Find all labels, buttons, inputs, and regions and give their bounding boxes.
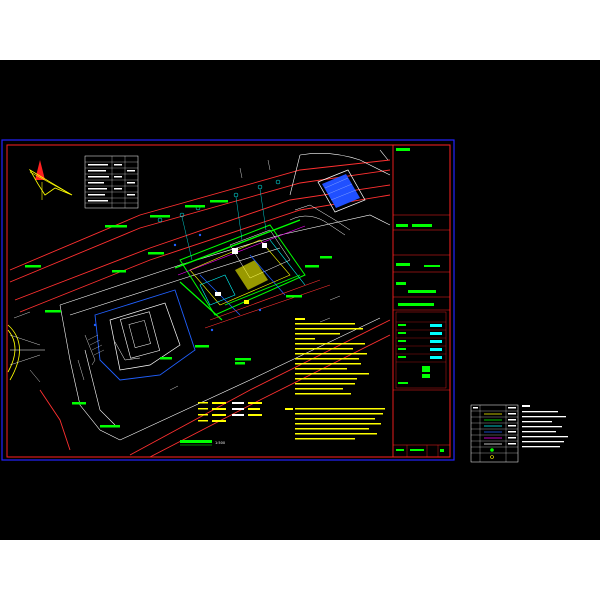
index-table [84, 155, 139, 209]
blue-dots [93, 233, 262, 332]
fan-arc [7, 324, 45, 381]
parking-structure [289, 169, 366, 236]
project-name-label [408, 290, 436, 293]
revision-table [395, 311, 447, 389]
north-arrow-icon [28, 160, 73, 200]
sheet-border-red [6, 144, 451, 458]
left-building [84, 289, 196, 381]
sheet-number-row [396, 445, 444, 457]
title-block-label-2 [396, 224, 408, 227]
cad-viewport[interactable]: 1:500 [0, 60, 600, 540]
green-labels [25, 200, 332, 428]
title-block [392, 145, 450, 457]
cad-drawing: 1:500 [1, 139, 568, 463]
detail-sheet [470, 404, 568, 463]
title-block-label-1 [396, 148, 410, 151]
site-boundary [59, 149, 391, 441]
legend-block [198, 402, 262, 422]
plan-title: 1:500 [180, 440, 225, 446]
sheet-border-blue [1, 139, 455, 461]
design-notes [285, 318, 385, 440]
road-lines [9, 159, 391, 458]
misc-marks [13, 159, 341, 391]
main-building-cluster [157, 179, 331, 329]
plan-scale: 1:500 [215, 441, 225, 445]
